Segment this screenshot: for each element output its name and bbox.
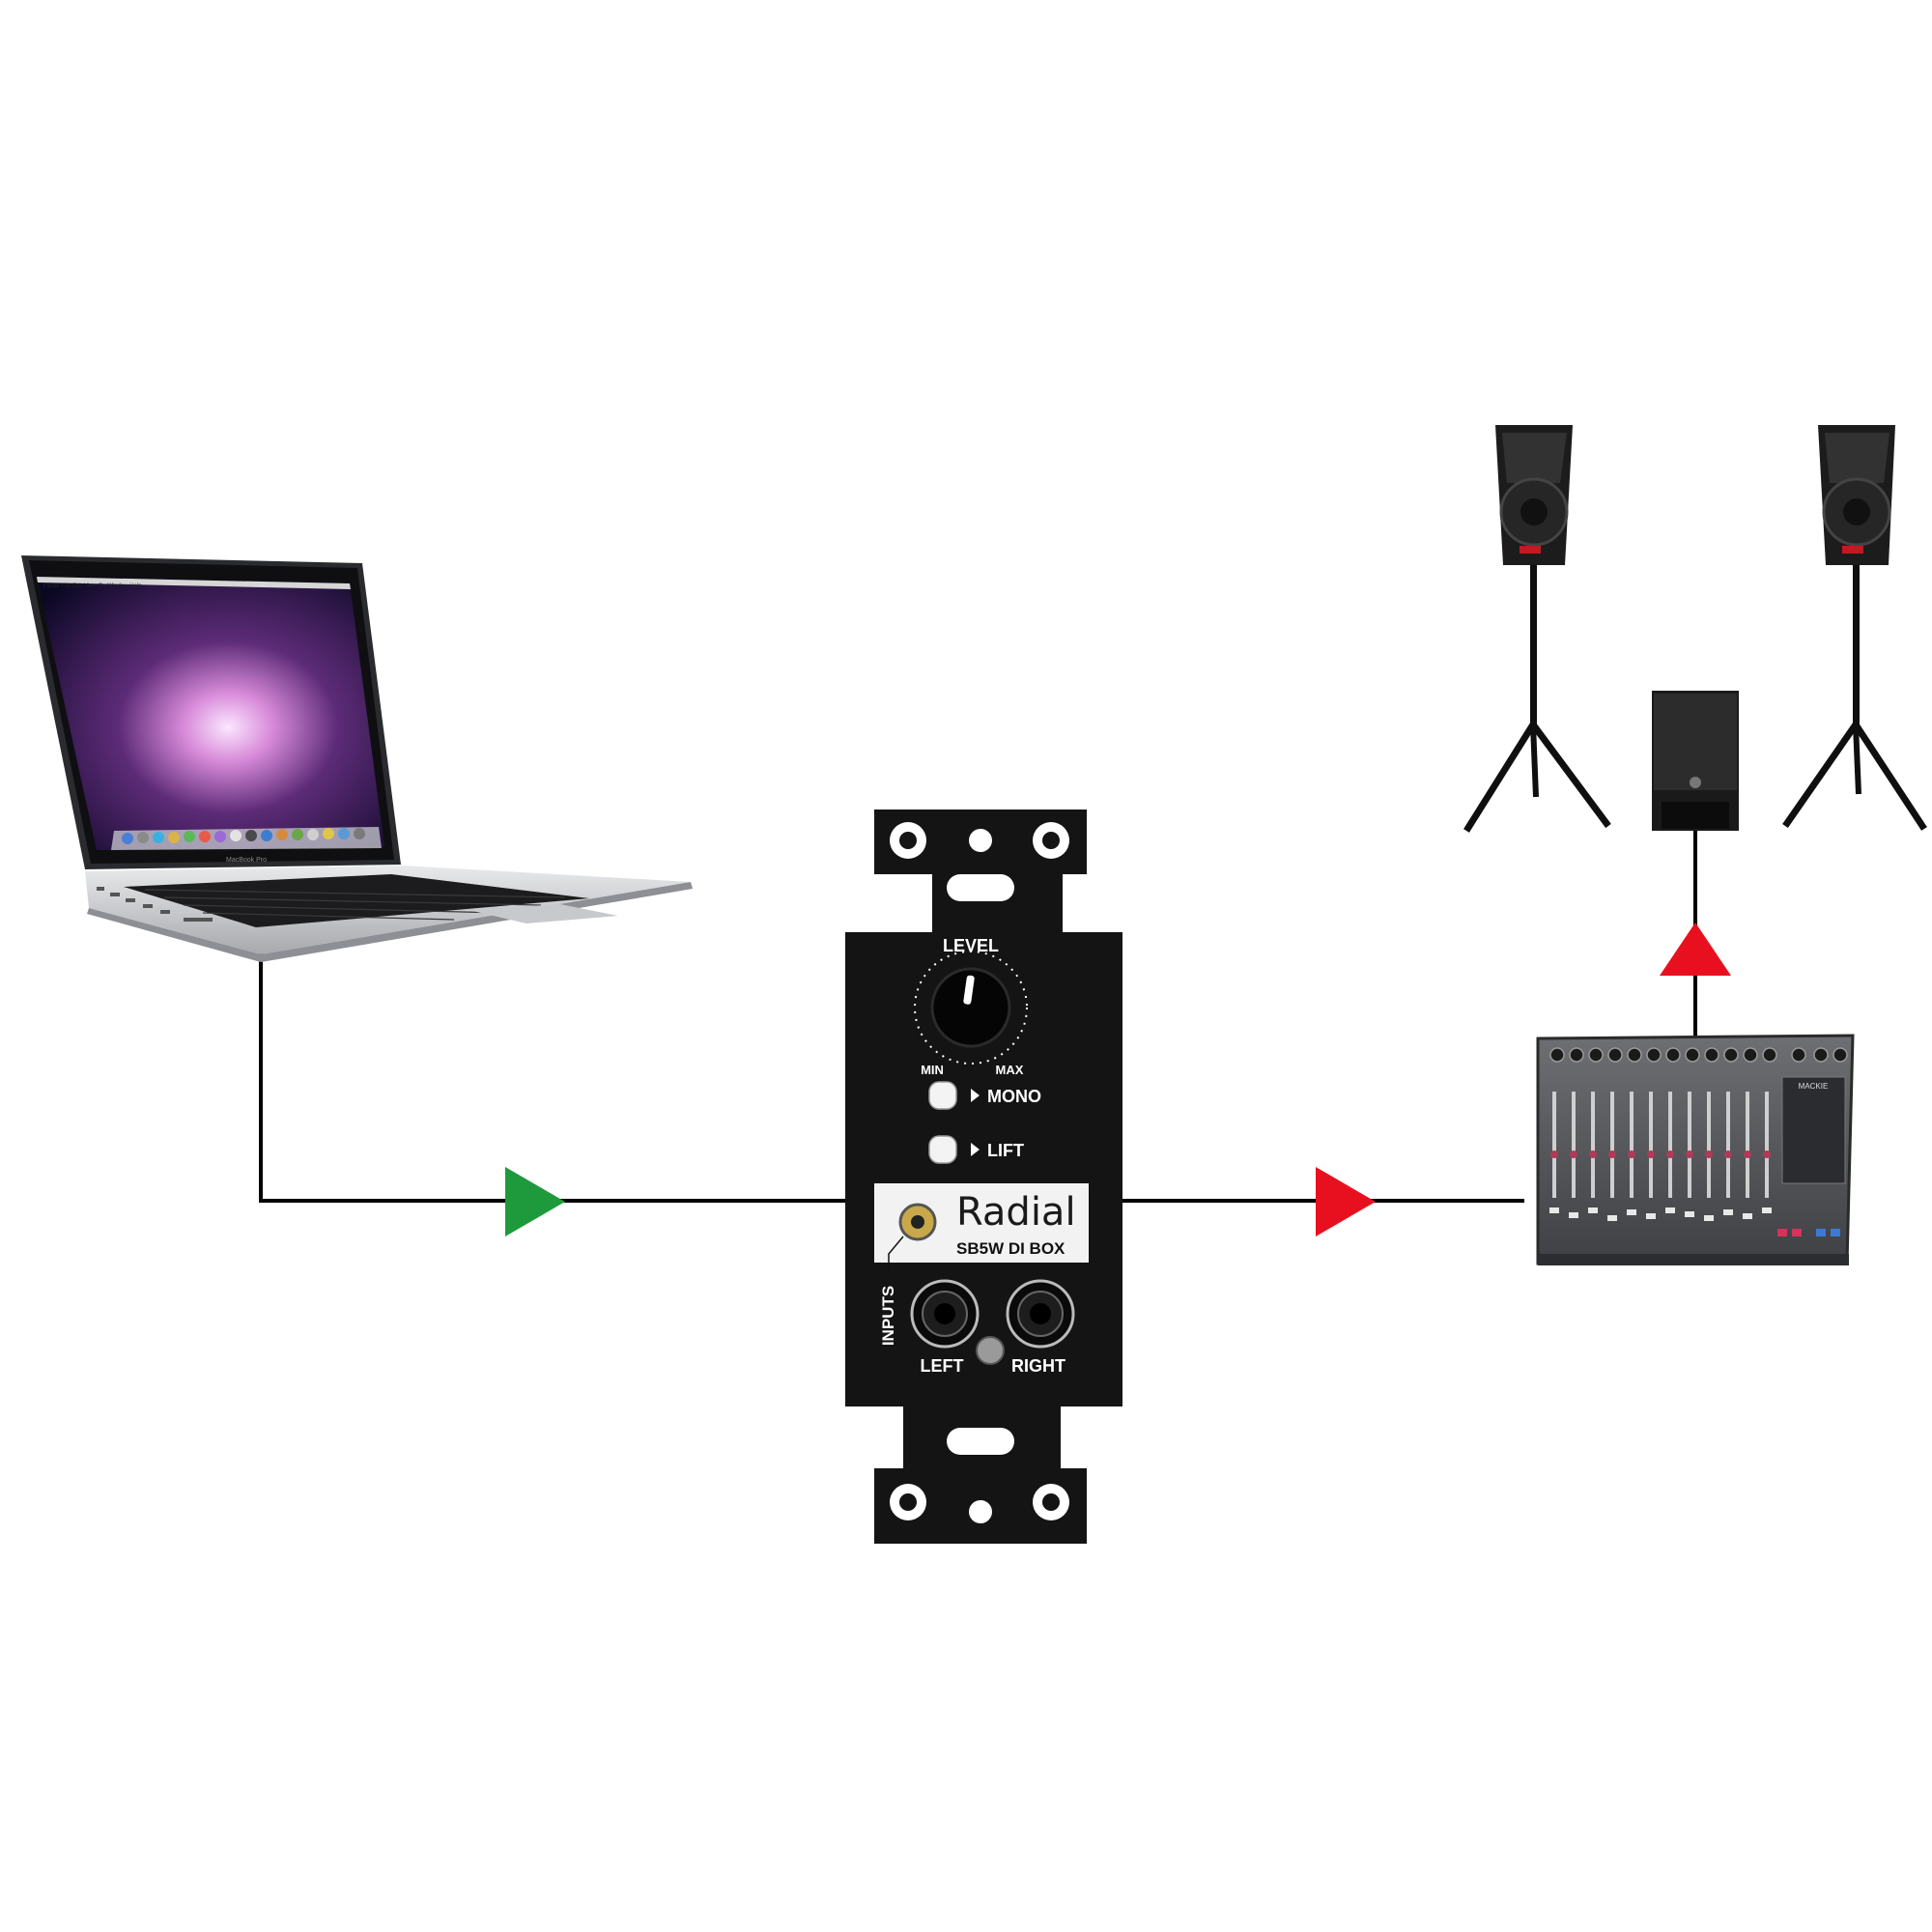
- mounting-screw: [976, 1336, 1005, 1365]
- laptop-image: Finder File Edit View Go Window Help Mac…: [21, 555, 693, 962]
- laptop-trackpad: [469, 904, 618, 923]
- mixer-image: MACKIE: [1536, 1034, 1855, 1265]
- mono-indicator-icon: [971, 1089, 980, 1102]
- mono-label: MONO: [987, 1087, 1041, 1106]
- level-knob[interactable]: [930, 967, 1011, 1048]
- right-label: RIGHT: [1011, 1356, 1065, 1376]
- laptop-to-di-wire: [259, 952, 850, 1203]
- subwoofer-image: [1652, 691, 1739, 831]
- mixer-channel-strips: [1549, 1092, 1840, 1236]
- lift-label: LIFT: [987, 1141, 1024, 1160]
- input-flow-arrow: [505, 1167, 565, 1236]
- mono-switch[interactable]: [928, 1081, 957, 1110]
- brand-logo-text: Radial: [956, 1190, 1076, 1235]
- inputs-label: INPUTS: [879, 1286, 897, 1346]
- laptop-screen: [37, 577, 384, 850]
- level-min-label: MIN: [921, 1063, 944, 1077]
- level-max-label: MAX: [996, 1063, 1024, 1077]
- output-flow-arrow: [1316, 1167, 1376, 1236]
- laptop-model-label: MacBook Pro: [226, 857, 267, 864]
- right-speaker-image: [1782, 425, 1927, 831]
- left-input-jack[interactable]: [910, 1279, 980, 1349]
- model-label: SB5W DI BOX: [956, 1239, 1065, 1258]
- level-label: LEVEL: [943, 936, 999, 955]
- left-speaker-image: [1463, 425, 1611, 833]
- mixer-to-sub-arrow: [1660, 923, 1731, 976]
- mixer-brand-label: MACKIE: [1799, 1082, 1829, 1091]
- laptop-dock-icons: [122, 828, 365, 844]
- lift-switch[interactable]: [928, 1135, 957, 1164]
- right-input-jack[interactable]: [1006, 1279, 1075, 1349]
- lift-indicator-icon: [971, 1143, 980, 1156]
- laptop-menubar: Finder File Edit View Go Window Help: [43, 583, 142, 589]
- left-label: LEFT: [921, 1356, 964, 1376]
- di-box: LEVEL MIN MAX MONO LIFT Radial SB5W DI B…: [845, 810, 1122, 1544]
- di-mounting-plate: [845, 810, 1122, 1544]
